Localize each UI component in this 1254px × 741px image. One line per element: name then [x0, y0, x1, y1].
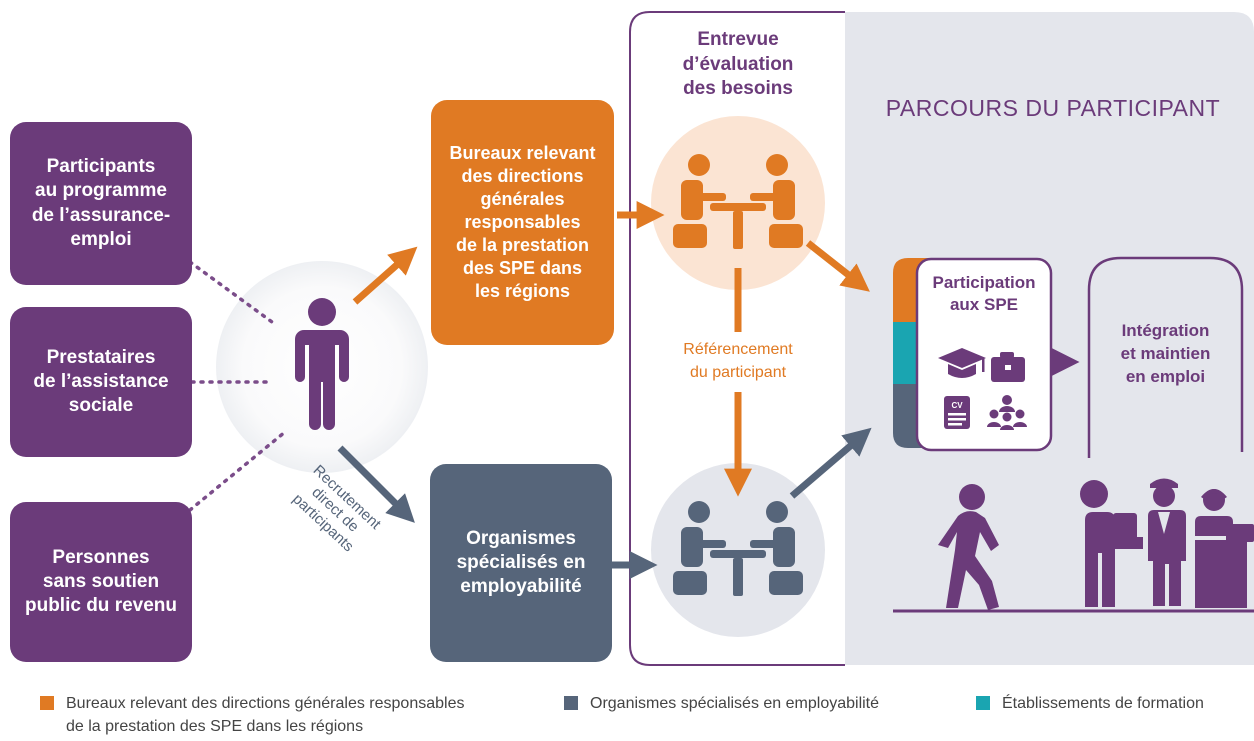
graduation-cap-icon	[938, 348, 986, 378]
legend-swatch-teal	[976, 696, 990, 710]
arrow-to-regional-offices	[352, 246, 418, 305]
source-box-social-assistance: Prestataires de l’assistance sociale	[10, 307, 192, 457]
specialized-organizations-box: Organismes spécialisés en employabilité	[430, 464, 612, 662]
legend-item-regional-offices: Bureaux relevant des directions générale…	[40, 692, 530, 738]
legend-item-specialized-organizations: Organismes spécialisés en employabilité	[564, 692, 924, 715]
source-box-ei-participants: Participants au programme de l’assurance…	[10, 122, 192, 285]
spe-participation-label: Participation aux SPE	[932, 273, 1036, 315]
meeting-icon	[673, 154, 803, 249]
legend-label: Organismes spécialisés en employabilité	[590, 695, 880, 712]
dotted-connectors	[188, 260, 287, 512]
legend-swatch-slate	[564, 696, 578, 710]
journey-title: PARCOURS DU PARTICIPANT	[885, 95, 1221, 121]
arrow-to-specialized-organizations	[337, 445, 415, 523]
arrow-assessment-to-spe	[789, 427, 872, 499]
assessment-column	[629, 11, 845, 666]
integration-label: Intégration et maintien en emploi	[1120, 321, 1211, 386]
assessment-title: Entrevue d’évaluation des besoins	[682, 29, 794, 100]
source-box-no-income-support: Personnes sans soutien public du revenu	[10, 502, 192, 662]
integration-box	[1087, 256, 1244, 452]
referral-label: Référencement du participant	[683, 341, 793, 382]
legend-item-training-institutions: Établissements de formation	[976, 692, 1246, 715]
cv-document-icon: CV	[944, 396, 970, 429]
meeting-icon	[673, 501, 803, 596]
workers-icon	[1080, 478, 1254, 608]
briefcase-icon	[991, 352, 1025, 382]
legend-label: Bureaux relevant des directions générale…	[66, 695, 465, 736]
arrow-assessment-to-spe	[805, 240, 870, 292]
walking-person-icon	[938, 484, 999, 610]
team-icon	[987, 395, 1027, 430]
svg-text:CV: CV	[951, 401, 963, 410]
regional-offices-box: Bureaux relevant des directions générale…	[431, 100, 614, 345]
legend-label: Établissements de formation	[1002, 695, 1204, 712]
legend-swatch-orange	[40, 696, 54, 710]
person-icon	[295, 298, 349, 430]
